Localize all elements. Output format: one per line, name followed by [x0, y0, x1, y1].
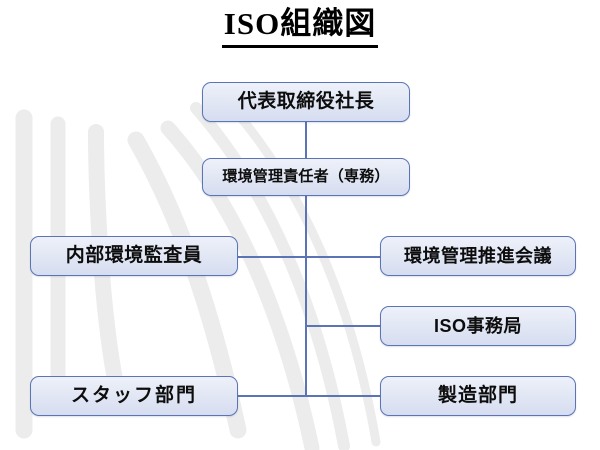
org-node-staff-dept[interactable]: スタッフ部門	[30, 376, 238, 416]
org-node-iso-office[interactable]: ISO事務局	[380, 306, 576, 346]
page-title: ISO組織図	[0, 6, 600, 48]
org-node-mfg-dept[interactable]: 製造部門	[380, 376, 576, 416]
org-node-label: ISO事務局	[433, 315, 522, 336]
org-node-env-manager[interactable]: 環境管理責任者（専務）	[202, 158, 410, 196]
org-node-label: 内部環境監査員	[65, 245, 203, 267]
org-node-label: 環境管理責任者（専務）	[222, 168, 390, 186]
org-node-label: 代表取締役社長	[237, 91, 375, 113]
page-title-text: ISO組織図	[221, 6, 379, 48]
org-node-internal-audit[interactable]: 内部環境監査員	[30, 236, 238, 276]
org-node-label: 製造部門	[437, 385, 518, 407]
org-node-env-meeting[interactable]: 環境管理推進会議	[380, 236, 576, 276]
org-node-label: 環境管理推進会議	[404, 245, 552, 266]
org-node-president[interactable]: 代表取締役社長	[202, 82, 410, 122]
org-node-label: スタッフ部門	[70, 385, 197, 407]
